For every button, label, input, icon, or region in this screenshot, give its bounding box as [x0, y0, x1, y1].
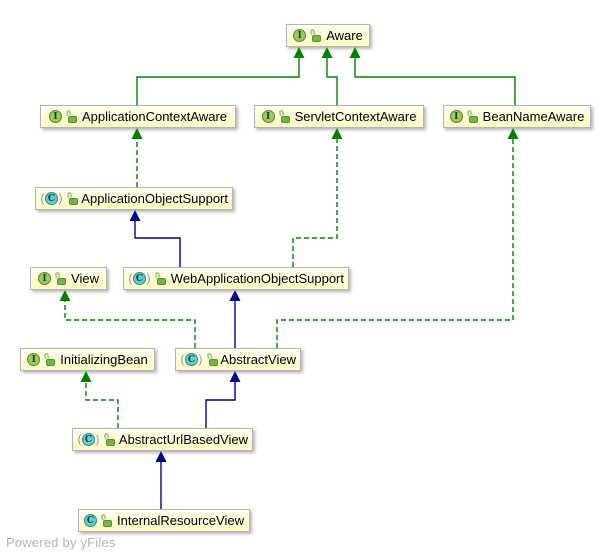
interface-badge: I [48, 110, 62, 123]
node-internal-resource-view[interactable]: C InternalResourceView [78, 509, 250, 532]
interface-badge: I [27, 353, 41, 366]
open-lock-icon [43, 352, 56, 366]
class-badge: C [185, 353, 198, 366]
interface-badge: I [449, 110, 463, 123]
node-label: AbstractUrlBasedView [118, 432, 248, 447]
interface-icon: I [48, 110, 62, 123]
edge-implements-AbstractView-to-BeanNameAware [276, 137, 514, 348]
edge-extends-interface-ApplicationContextAware-to-Aware [136, 56, 300, 105]
lock-body [468, 116, 478, 123]
node-label: WebApplicationObjectSupport [170, 271, 344, 286]
lock-body [67, 116, 77, 123]
node-label: ApplicationObjectSupport [81, 191, 228, 206]
open-lock-icon [154, 271, 167, 285]
node-label: Aware [326, 28, 363, 43]
node-label: InitializingBean [60, 352, 148, 367]
edge-implements-AbstractUrlBasedView-to-InitializingBean [85, 380, 119, 428]
abstract-class-icon: (C) [180, 353, 203, 366]
node-initializing-bean[interactable]: I InitializingBean [20, 348, 155, 371]
interface-icon: I [38, 272, 52, 285]
arrowhead-WebApplicationObjectSupport-to-ServletContextAware [331, 128, 343, 139]
edge-implements-AbstractView-to-View [64, 299, 196, 348]
node-label: BeanNameAware [482, 109, 585, 124]
class-icon: C [84, 514, 98, 527]
yfiles-watermark: Powered by yFiles [6, 535, 116, 550]
class-badge: C [84, 514, 98, 527]
interface-badge: I [293, 29, 307, 42]
open-lock-icon [65, 109, 78, 123]
open-lock-icon [309, 28, 322, 42]
lock-body [312, 35, 322, 42]
abstract-paren-left: ( [77, 432, 82, 446]
open-lock-icon [466, 109, 479, 123]
abstract-paren-left: ( [40, 191, 45, 205]
open-lock-icon [103, 432, 115, 446]
node-label: AbstractView [220, 352, 296, 367]
arrowhead-ApplicationContextAware-to-Aware [293, 47, 305, 58]
node-application-object-support[interactable]: (C) ApplicationObjectSupport [35, 187, 233, 210]
class-badge: C [45, 192, 58, 205]
arrowhead-BeanNameAware-to-Aware [349, 47, 361, 58]
node-abstract-url-based-view[interactable]: (C) AbstractUrlBasedView [72, 428, 253, 451]
abstract-paren-right: ) [95, 432, 100, 446]
node-view[interactable]: I View [30, 267, 107, 290]
arrowhead-AbstractUrlBasedView-to-AbstractView [229, 371, 241, 382]
abstract-class-icon: (C) [40, 192, 63, 205]
node-label: ServletContextAware [294, 109, 417, 124]
arrowhead-AbstractUrlBasedView-to-InitializingBean [80, 371, 92, 382]
edge-extends-AbstractUrlBasedView-to-AbstractView [205, 380, 236, 428]
arrowhead-ServletContextAware-to-Aware [321, 47, 333, 58]
lock-body [106, 439, 115, 446]
edge-extends-interface-ServletContextAware-to-Aware [326, 56, 338, 105]
interface-icon: I [449, 110, 463, 123]
node-abstract-view[interactable]: (C) AbstractView [175, 348, 301, 371]
abstract-class-icon: (C) [77, 433, 100, 446]
open-lock-icon [277, 109, 291, 123]
arrowhead-AbstractView-to-View [59, 290, 71, 301]
lock-body [280, 116, 290, 123]
lock-body [57, 278, 67, 285]
lock-body [46, 359, 56, 366]
node-label: InternalResourceView [117, 513, 244, 528]
edge-extends-interface-BeanNameAware-to-Aware [354, 56, 516, 105]
abstract-paren-right: ) [198, 352, 203, 366]
abstract-paren-right: ) [146, 271, 151, 285]
lock-body [69, 198, 78, 205]
node-application-context-aware[interactable]: I ApplicationContextAware [40, 105, 236, 128]
interface-icon: I [27, 353, 41, 366]
abstract-paren-right: ) [58, 191, 63, 205]
interface-badge: I [38, 272, 52, 285]
arrowhead-WebApplicationObjectSupport-to-ApplicationObjectSupport [129, 210, 141, 221]
arrowhead-ApplicationObjectSupport-to-ApplicationContextAware [131, 128, 143, 139]
node-servlet-context-aware[interactable]: I ServletContextAware [254, 105, 424, 128]
edge-extends-WebApplicationObjectSupport-to-ApplicationObjectSupport [134, 219, 181, 267]
interface-icon: I [293, 29, 307, 42]
lock-body [103, 520, 113, 527]
lock-body [157, 278, 166, 285]
interface-icon: I [261, 110, 275, 123]
abstract-paren-left: ( [180, 352, 185, 366]
edge-implements-WebApplicationObjectSupport-to-ServletContextAware [292, 137, 338, 267]
open-lock-icon [100, 513, 113, 527]
lock-body [209, 359, 218, 366]
class-badge: C [133, 272, 146, 285]
open-lock-icon [54, 271, 67, 285]
open-lock-icon [66, 191, 78, 205]
interface-badge: I [261, 110, 275, 123]
node-aware[interactable]: I Aware [286, 24, 370, 47]
arrowhead-InternalResourceView-to-AbstractUrlBasedView [155, 451, 167, 462]
node-web-application-object-support[interactable]: (C) WebApplicationObjectSupport [123, 267, 349, 290]
abstract-class-icon: (C) [128, 272, 151, 285]
abstract-paren-left: ( [128, 271, 133, 285]
open-lock-icon [206, 352, 218, 366]
node-bean-name-aware[interactable]: I BeanNameAware [443, 105, 591, 128]
node-label: ApplicationContextAware [81, 109, 227, 124]
class-badge: C [82, 433, 95, 446]
node-label: View [71, 271, 99, 286]
arrowhead-AbstractView-to-WebApplicationObjectSupport [229, 290, 241, 301]
arrowhead-AbstractView-to-BeanNameAware [507, 128, 519, 139]
